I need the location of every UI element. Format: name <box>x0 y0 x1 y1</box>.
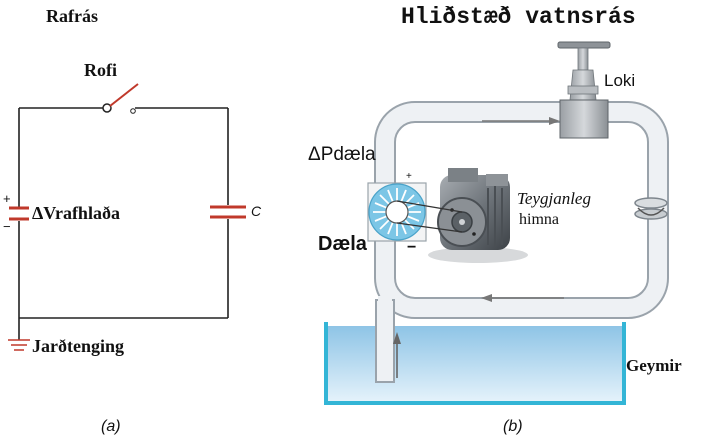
battery-plus-label: + <box>3 191 11 206</box>
flow-arrow-top <box>482 117 560 125</box>
pipe-loop <box>374 101 669 319</box>
water-circuit-title: Hliðstæð vatnsrás <box>401 4 636 30</box>
pump-impeller <box>367 182 427 242</box>
capacitor-symbol <box>210 205 246 219</box>
membrane-fitting <box>634 197 668 220</box>
caption-a: (a) <box>101 418 121 435</box>
caption-b: (b) <box>503 418 523 435</box>
intake-pipe <box>375 296 395 383</box>
capacitor-label: C <box>251 203 262 219</box>
ground-label: Jarðtenging <box>32 336 124 356</box>
circuit-wires <box>18 107 229 340</box>
battery-symbol <box>9 206 29 221</box>
pump-belt <box>396 200 463 233</box>
switch-symbol <box>102 83 139 114</box>
pump-motor <box>428 168 528 263</box>
valve <box>557 41 611 139</box>
switch-label: Rofi <box>84 60 117 80</box>
battery-minus-label: − <box>3 219 11 234</box>
membrane-label-line2: himna <box>519 211 559 228</box>
circuit-title: Rafrás <box>46 6 98 26</box>
reservoir <box>324 322 626 405</box>
pump-plus-label: + <box>406 171 412 182</box>
pump-label: Dæla <box>318 233 367 255</box>
flow-arrow-intake <box>393 332 401 378</box>
valve-label: Loki <box>604 71 636 90</box>
pump-minus-label: − <box>407 239 417 256</box>
flow-arrow-bottom <box>481 294 564 302</box>
reservoir-label: Geymir <box>626 356 682 375</box>
ground-symbol <box>8 339 30 351</box>
pressure-label: ΔPdæla <box>308 144 376 165</box>
membrane-label-line1: Teygjanleg <box>517 189 591 208</box>
battery-label: ΔVrafhlaða <box>32 203 120 223</box>
